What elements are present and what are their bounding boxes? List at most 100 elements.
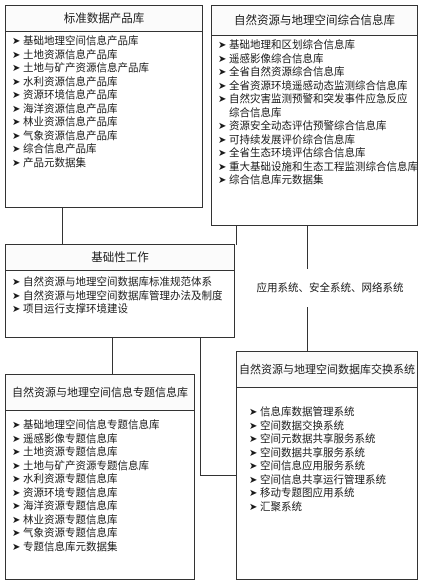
standard-data-product-library: 标准数据产品库 ➤基础地理空间信息产品库➤土地资源信息产品库➤土地与矿产资源信息…: [5, 5, 203, 208]
list-item: ➤林业资源专题信息库: [12, 514, 190, 528]
list-item-text: 基础地理空间信息专题信息库: [23, 419, 160, 431]
database-exchange-system: 自然资源与地理空间数据库交换系统 ➤信息库数据管理系统➤空间数据交换系统➤空间元…: [236, 351, 418, 580]
list-item-text: 气象资源专题信息库: [23, 527, 118, 539]
integrated-library-title: 自然资源与地理空间综合信息库: [212, 6, 417, 36]
arrow-bullet-icon: ➤: [249, 434, 258, 445]
list-item-text: 空间数据共享服务系统: [260, 446, 365, 459]
list-item: ➤信息库数据管理系统: [249, 406, 413, 420]
arrow-bullet-icon: ➤: [249, 461, 258, 472]
list-item-text: 重大基础设施和生态工程监测综合信息库: [229, 160, 418, 173]
list-item: ➤基础地理空间信息专题信息库: [12, 419, 190, 433]
list-item-text: 土地与矿产资源专题信息库: [23, 459, 149, 472]
arrow-bullet-icon: ➤: [12, 528, 21, 539]
basic-work-list: ➤自然资源与地理空间数据库标准规范体系➤自然资源与地理空间数据库管理办法及制度➤…: [6, 271, 234, 317]
thematic-library-title: 自然资源与地理空间信息专题信息库: [6, 375, 194, 411]
integrated-information-library: 自然资源与地理空间综合信息库 ➤基础地理和区划综合信息库➤遥感影像综合信息库➤全…: [211, 5, 418, 226]
list-item: ➤土地与矿产资源信息产品库: [12, 62, 198, 76]
arrow-bullet-icon: ➤: [12, 277, 21, 288]
arrow-bullet-icon: ➤: [249, 488, 258, 499]
list-item-text: 遥感影像综合信息库: [229, 52, 324, 65]
list-item-text: 综合信息库元数据集: [229, 174, 324, 186]
list-item-text: 综合信息产品库: [23, 143, 97, 155]
list-item: ➤资源安全动态评估预警综合信息库: [218, 120, 413, 134]
list-item-text: 遥感影像专题信息库: [23, 432, 118, 445]
list-item: ➤重大基础设施和生态工程监测综合信息库: [218, 161, 418, 175]
list-item: ➤全省自然资源综合信息库: [218, 66, 413, 80]
list-item: ➤自然灾害监测预警和突发事件应急反应综合信息库: [218, 93, 413, 120]
list-item-text: 空间元数据共享服务系统: [260, 433, 376, 445]
arrow-bullet-icon: ➤: [249, 420, 258, 432]
list-item: ➤土地与矿产资源专题信息库: [12, 460, 190, 474]
arrow-bullet-icon: ➤: [218, 175, 227, 186]
list-item-text: 可持续发展评价综合信息库: [229, 133, 355, 146]
list-item: ➤空间信息应用服务系统: [249, 460, 413, 474]
list-item-text: 海洋资源信息产品库: [23, 102, 118, 115]
list-item-text: 自然资源与地理空间数据库管理办法及制度: [23, 289, 223, 302]
list-item: ➤专题信息库元数据集: [12, 541, 190, 555]
connector-line: [200, 475, 236, 477]
arrow-bullet-icon: ➤: [12, 474, 21, 485]
list-item: ➤气象资源专题信息库: [12, 527, 190, 541]
list-item: ➤水利资源信息产品库: [12, 76, 198, 90]
list-item-text: 气象资源信息产品库: [23, 129, 118, 142]
connector-line: [200, 300, 202, 476]
list-item: ➤汇聚系统: [249, 501, 413, 515]
list-item-text: 水利资源信息产品库: [23, 75, 118, 88]
list-item-text: 资源环境专题信息库: [23, 486, 118, 499]
arrow-bullet-icon: ➤: [12, 304, 21, 315]
list-item: ➤资源环境信息产品库: [12, 89, 198, 103]
integrated-library-list: ➤基础地理和区划综合信息库➤遥感影像综合信息库➤全省自然资源综合信息库➤全省资源…: [212, 36, 418, 188]
arrow-bullet-icon: ➤: [218, 121, 227, 132]
arrow-bullet-icon: ➤: [218, 53, 227, 65]
list-item: ➤土地资源信息产品库: [12, 49, 198, 63]
list-item-text: 土地与矿产资源信息产品库: [23, 62, 149, 74]
standard-library-title: 标准数据产品库: [6, 6, 202, 32]
basic-work-box: 基础性工作 ➤自然资源与地理空间数据库标准规范体系➤自然资源与地理空间数据库管理…: [5, 244, 235, 338]
arrow-bullet-icon: ➤: [249, 447, 258, 459]
arrow-bullet-icon: ➤: [12, 501, 21, 512]
connector-line: [236, 225, 238, 245]
arrow-bullet-icon: ➤: [12, 487, 21, 499]
list-item: ➤水利资源专题信息库: [12, 473, 190, 487]
arrow-bullet-icon: ➤: [249, 474, 258, 486]
list-item: ➤产品元数据集: [12, 157, 198, 171]
arrow-bullet-icon: ➤: [12, 290, 21, 302]
list-item: ➤空间数据交换系统: [249, 420, 413, 434]
arrow-bullet-icon: ➤: [12, 541, 21, 553]
list-item-text: 专题信息库元数据集: [23, 540, 118, 553]
list-item: ➤项目运行支撑环境建设: [12, 303, 230, 317]
connector-line: [307, 225, 309, 269]
list-item-text: 林业资源信息产品库: [23, 116, 118, 128]
list-item-text: 海洋资源专题信息库: [23, 500, 118, 512]
list-item-text: 土地资源专题信息库: [23, 446, 118, 458]
list-item: ➤气象资源信息产品库: [12, 130, 198, 144]
list-item: ➤全省生态环境评估综合信息库: [218, 147, 413, 161]
list-item-text: 空间信息共享运行管理系统: [260, 473, 386, 486]
arrow-bullet-icon: ➤: [218, 67, 227, 78]
arrow-bullet-icon: ➤: [218, 161, 227, 173]
list-item-text: 项目运行支撑环境建设: [23, 303, 128, 315]
list-item-text: 资源安全动态评估预警综合信息库: [229, 120, 387, 132]
exchange-system-list: ➤信息库数据管理系统➤空间数据交换系统➤空间元数据共享服务系统➤空间数据共享服务…: [237, 388, 417, 514]
list-item-text: 基础地理和区划综合信息库: [229, 39, 355, 51]
list-item: ➤可持续发展评价综合信息库: [218, 134, 413, 148]
application-security-network-systems-label: 应用系统、安全系统、网络系统: [256, 282, 404, 294]
arrow-bullet-icon: ➤: [218, 148, 227, 159]
list-item: ➤林业资源信息产品库: [12, 116, 198, 130]
arrow-bullet-icon: ➤: [249, 501, 258, 513]
connector-line: [62, 207, 64, 245]
list-item: ➤基础地理空间信息产品库: [12, 35, 198, 49]
arrow-bullet-icon: ➤: [12, 117, 21, 128]
standard-library-list: ➤基础地理空间信息产品库➤土地资源信息产品库➤土地与矿产资源信息产品库➤水利资源…: [6, 32, 202, 170]
arrow-bullet-icon: ➤: [12, 63, 21, 74]
list-item: ➤海洋资源专题信息库: [12, 500, 190, 514]
list-item: ➤土地资源专题信息库: [12, 446, 190, 460]
list-item: ➤自然资源与地理空间数据库标准规范体系: [12, 276, 230, 290]
thematic-library-list: ➤基础地理空间信息专题信息库➤遥感影像专题信息库➤土地资源专题信息库➤土地与矿产…: [6, 411, 194, 554]
arrow-bullet-icon: ➤: [12, 144, 21, 155]
exchange-system-title: 自然资源与地理空间数据库交换系统: [237, 352, 417, 388]
arrow-bullet-icon: ➤: [218, 80, 227, 92]
list-item-text: 空间信息应用服务系统: [260, 460, 365, 472]
list-item: ➤基础地理和区划综合信息库: [218, 39, 413, 53]
list-item: ➤移动专题图应用系统: [249, 487, 413, 501]
